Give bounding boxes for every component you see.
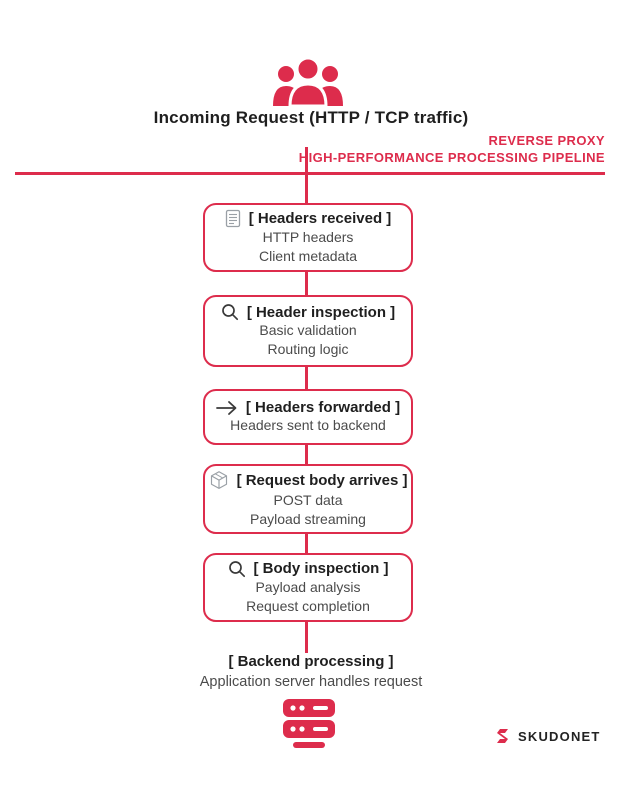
pipeline-label-line1: REVERSE PROXY <box>488 133 605 148</box>
step-detail: Headers sent to backend <box>230 417 386 433</box>
step-detail: HTTP headers <box>262 229 354 245</box>
magnifier-icon <box>221 304 238 321</box>
document-icon <box>225 209 240 228</box>
step-headers-forwarded: [ Headers forwarded ] Headers sent to ba… <box>203 389 413 445</box>
server-icon <box>283 699 335 748</box>
pipeline-label-line2: HIGH-PERFORMANCE PROCESSING PIPELINE <box>298 150 605 165</box>
arrow-right-icon <box>215 400 237 415</box>
step-body-inspection: [ Body inspection ] Payload analysis Req… <box>203 553 413 622</box>
pipeline-label: REVERSE PROXY HIGH-PERFORMANCE PROCESSIN… <box>185 132 605 166</box>
step-title: [ Headers forwarded ] <box>245 399 401 416</box>
magnifier-icon <box>228 560 245 577</box>
step-detail: Payload streaming <box>250 510 366 527</box>
brand-logo: SKUDONET <box>494 727 601 745</box>
step-title: [ Header inspection ] <box>246 303 396 321</box>
step-title: [ Body inspection ] <box>253 560 389 577</box>
page-title: Incoming Request (HTTP / TCP traffic) <box>153 108 469 127</box>
backend-processing-subtitle: Application server handles request <box>199 674 423 690</box>
step-title: [ Request body arrives ] <box>236 471 408 489</box>
horizontal-divider <box>15 172 605 175</box>
skudonet-logo-icon <box>497 729 508 743</box>
step-header-inspection: [ Header inspection ] Basic validation R… <box>203 295 413 367</box>
brand-name: SKUDONET <box>518 728 601 744</box>
step-headers-received: [ Headers received ] HTTP headers Client… <box>203 203 413 272</box>
step-detail: Request completion <box>246 597 370 614</box>
users-icon <box>273 58 343 106</box>
step-detail: Client metadata <box>258 248 358 264</box>
step-detail: Routing logic <box>267 341 349 357</box>
step-request-body-arrives: [ Request body arrives ] POST data Paylo… <box>203 464 413 534</box>
backend-processing-title: [ Backend processing ] <box>228 653 394 670</box>
step-detail: POST data <box>273 491 343 508</box>
step-detail: Payload analysis <box>255 578 361 595</box>
step-detail: Basic validation <box>259 322 357 338</box>
step-title: [ Headers received ] <box>248 210 392 227</box>
package-icon <box>210 470 227 489</box>
